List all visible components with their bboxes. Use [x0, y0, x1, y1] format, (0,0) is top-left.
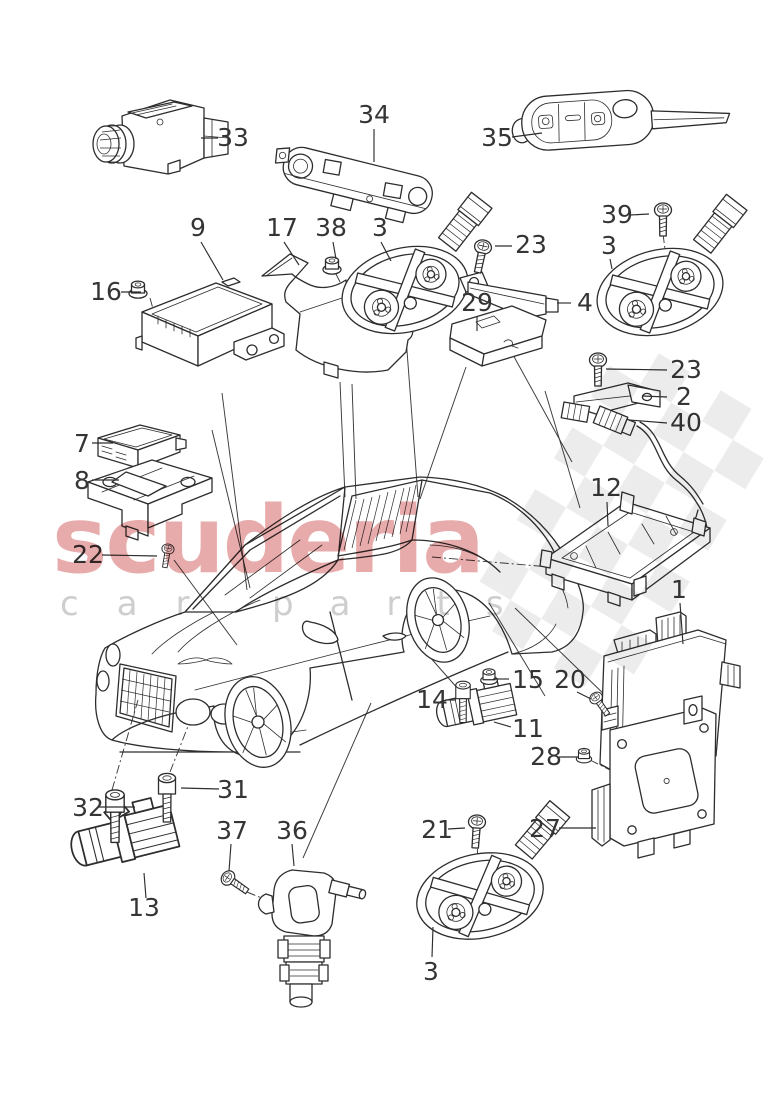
- leader-line-3: [609, 258, 613, 270]
- callout-7: 7: [74, 429, 90, 458]
- flag-cell: [516, 489, 567, 539]
- part-9-airbag-control-module: [135, 277, 285, 367]
- flag-cell: [491, 600, 542, 650]
- watermark: scuderia car parts: [52, 353, 764, 687]
- flag-cell: [627, 513, 678, 564]
- flag-cell: [479, 550, 530, 601]
- part-7-module: [97, 424, 187, 469]
- callout-28: 28: [530, 742, 562, 771]
- part-36-pressure-sensor: [257, 869, 367, 1008]
- flag-cell: [590, 365, 641, 415]
- callout-15: 15: [512, 665, 544, 694]
- part-33-ignition-switch: [92, 99, 229, 175]
- callout-32: 32: [72, 793, 104, 822]
- part-29-base-plate: [449, 305, 547, 367]
- leader-line-38: [332, 241, 337, 260]
- watermark-brand-text: scuderia: [52, 486, 483, 594]
- part-15-nut: [480, 668, 498, 686]
- callout-39: 39: [601, 200, 633, 229]
- callout-4: 4: [577, 288, 593, 317]
- callout-22: 22: [72, 540, 104, 569]
- flag-cell: [603, 624, 653, 675]
- callout-33: 33: [217, 123, 249, 152]
- callout-38: 38: [315, 213, 347, 242]
- car-outline-drawing: [94, 476, 584, 768]
- flag-cell: [529, 538, 579, 588]
- callout-14: 14: [416, 685, 448, 714]
- part-21-screw: [466, 813, 487, 850]
- part-28-nut: [575, 747, 593, 764]
- leader-line-11: [493, 721, 512, 728]
- part-16-nut: [128, 280, 148, 299]
- leader-line-31: [180, 787, 220, 790]
- callout-13: 13: [128, 893, 160, 922]
- watermark-sub-word-parts: parts: [272, 584, 539, 624]
- callout-29: 29: [461, 288, 493, 317]
- leader-line-36: [291, 843, 295, 867]
- part-8-bracket: [87, 459, 213, 541]
- callout-16: 16: [90, 277, 122, 306]
- flag-cell: [566, 476, 616, 527]
- leader-line-1: [679, 602, 684, 645]
- callout-8: 8: [74, 466, 90, 495]
- callout-21: 21: [421, 815, 453, 844]
- leader-line-20: [576, 691, 592, 700]
- leader-line-21: [447, 827, 466, 830]
- callout-35: 35: [481, 123, 513, 152]
- flag-cell: [714, 439, 764, 490]
- callout-3: 3: [372, 213, 388, 242]
- part-23-screw-a: [468, 237, 494, 275]
- leader-line-22: [101, 554, 158, 557]
- callout-3: 3: [423, 957, 439, 986]
- leader-line-35: [511, 132, 543, 138]
- flag-cell: [640, 353, 690, 403]
- callout-34: 34: [358, 100, 390, 129]
- part-39-screw: [653, 202, 673, 237]
- flag-cell: [590, 575, 641, 625]
- flag-cell: [652, 402, 703, 453]
- leader-line-9: [200, 241, 224, 281]
- flag-cell: [640, 563, 690, 613]
- flag-cell: [541, 587, 591, 638]
- callout-27: 27: [529, 814, 561, 843]
- flag-cell: [553, 427, 604, 477]
- callout-2: 2: [676, 382, 692, 411]
- watermark-sub-word-car: car: [60, 584, 228, 624]
- flag-cell: [578, 526, 628, 576]
- flag-cell: [603, 414, 653, 465]
- callout-36: 36: [276, 816, 308, 845]
- flag-cell: [677, 501, 727, 551]
- leader-line-3: [380, 241, 392, 262]
- flag-cell: [664, 452, 715, 502]
- callout-11: 11: [512, 714, 544, 743]
- leader-line-39: [629, 213, 650, 216]
- callout-31: 31: [217, 775, 249, 804]
- leader-line-13: [143, 872, 147, 899]
- callout-3: 3: [601, 231, 617, 260]
- watermark-checkered-flag: [479, 353, 764, 687]
- part-38-grommet: [322, 256, 342, 275]
- flag-cell: [553, 637, 604, 687]
- callout-23: 23: [515, 230, 547, 259]
- flag-cell: [702, 390, 752, 440]
- leader-line-17: [283, 241, 300, 266]
- callout-37: 37: [216, 816, 248, 845]
- leader-line-3: [431, 926, 434, 958]
- callout-17: 17: [266, 213, 298, 242]
- part-35-remote-key: [511, 89, 731, 151]
- part-37-screw: [217, 867, 253, 899]
- part-34-bracket: [274, 146, 433, 224]
- part-27-bracket-plate: [591, 695, 717, 859]
- flag-cell: [615, 464, 665, 514]
- callout-9: 9: [190, 213, 206, 242]
- leader-line-37: [228, 843, 232, 872]
